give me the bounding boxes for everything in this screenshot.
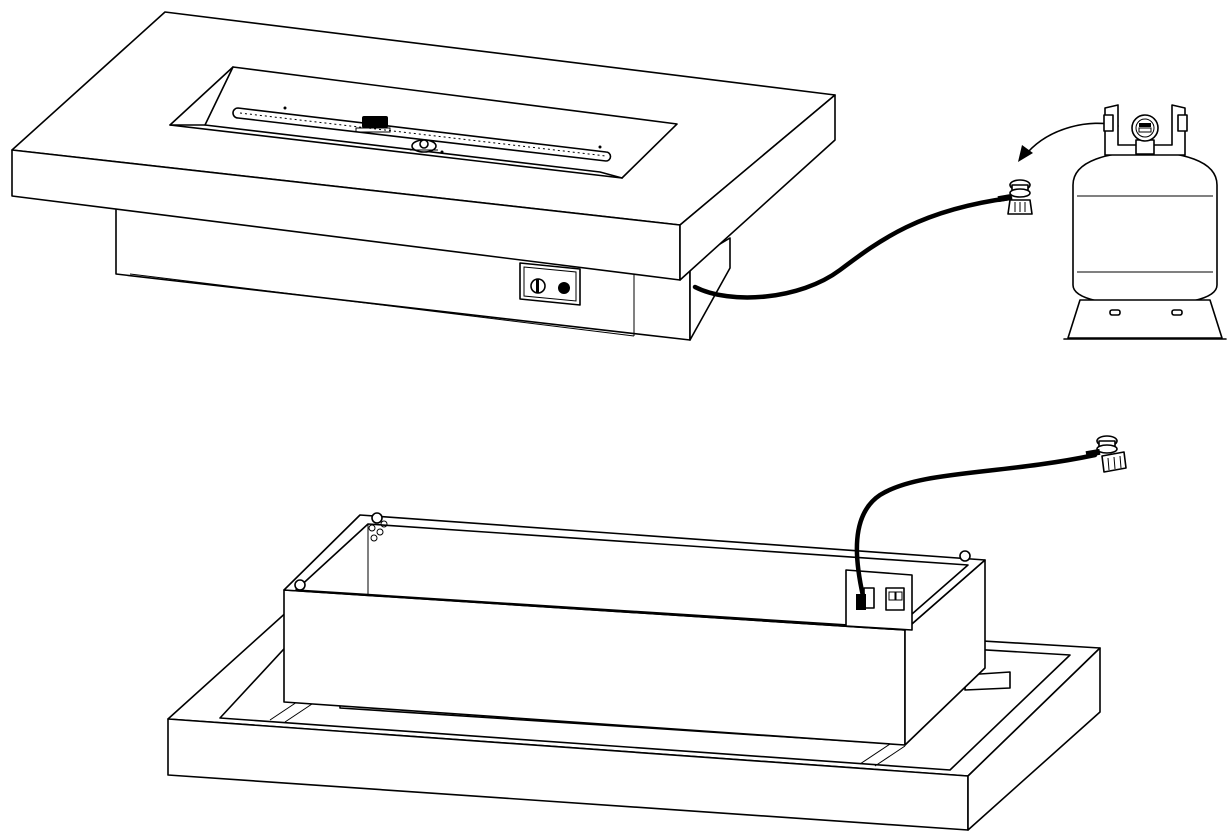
fire-table-disassembled — [167, 435, 1127, 831]
ignition-knob — [530, 278, 546, 294]
regulator-bottom — [1085, 435, 1127, 473]
gas-hose-top — [692, 195, 1013, 300]
corner-bracket-back-left — [368, 512, 388, 542]
regulator-top — [997, 179, 1033, 215]
igniter-button — [558, 282, 570, 294]
propane-tank — [1063, 104, 1227, 340]
gas-hose-bottom — [854, 452, 1098, 599]
base-box — [283, 512, 986, 746]
control-panel — [519, 262, 581, 306]
burner-tube — [232, 106, 612, 162]
tank-valve — [1131, 114, 1159, 155]
control-panel-inside — [845, 569, 913, 631]
fire-table-assembled — [11, 11, 1227, 341]
